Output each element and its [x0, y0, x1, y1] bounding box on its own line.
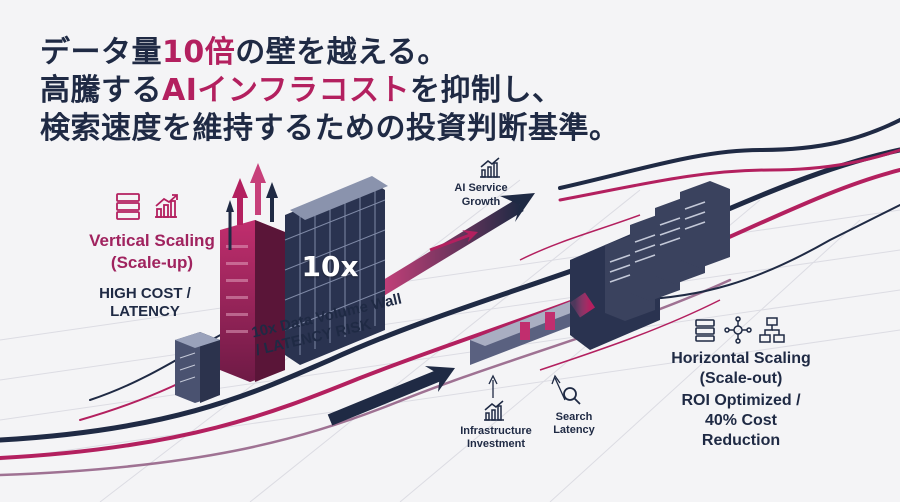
small-server	[175, 332, 220, 403]
infrastructure-investment-label: Infrastructure Investment	[460, 425, 532, 450]
vertical-tower	[220, 163, 285, 382]
server-stack-icon	[116, 193, 140, 220]
headline-text: を抑制し、	[409, 73, 563, 108]
data-wall	[284, 176, 388, 365]
server-stack-icon	[695, 319, 715, 342]
headline-text: データ量	[40, 35, 162, 70]
search-latency-label: Search Latency	[553, 411, 595, 436]
growth-chart-icon	[155, 194, 178, 218]
growth-chart-icon	[484, 400, 504, 421]
headline-text: 検索速度を維持するための投資判断基準。	[40, 111, 620, 146]
flow-paths	[0, 118, 900, 477]
headline-accent: AIインフラコスト	[162, 73, 410, 108]
growth-chart-icon	[480, 157, 500, 178]
headline-text: 高騰する	[40, 73, 162, 108]
roi-label: ROI Optimized / 40% Cost Reduction	[681, 392, 801, 449]
scale-out-cluster	[470, 181, 730, 371]
server-units	[605, 181, 730, 321]
search-icon	[563, 387, 581, 405]
headline: データ量10倍の壁を越える。 高騰するAIインフラコストを抑制し、 検索速度を維…	[40, 34, 620, 148]
horizontal-scaling-label: Horizontal Scaling (Scale-out)	[671, 350, 811, 387]
headline-accent: 10倍	[162, 35, 236, 70]
ai-service-growth-label: AI Service Growth	[454, 182, 508, 208]
growth-arrows	[327, 193, 535, 426]
high-cost-label: HIGH COST / LATENCY	[99, 285, 191, 320]
headline-text: の壁を越える。	[235, 35, 448, 70]
multiplier-label: 10x	[301, 250, 359, 283]
flow-chart-icon	[759, 317, 785, 343]
vertical-scaling-label: Vertical Scaling (Scale-up)	[89, 231, 215, 272]
network-nodes-icon	[724, 316, 752, 344]
